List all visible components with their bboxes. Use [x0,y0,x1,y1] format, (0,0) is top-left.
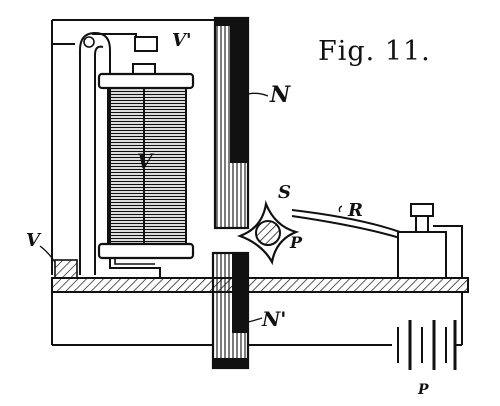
contact-post [397,203,463,279]
base-plate [51,277,469,293]
figure-title: Fig. 11. [318,36,431,67]
label-v-coil: V [137,149,155,173]
block-v [54,259,78,279]
rod-n [213,16,250,230]
star-wheel [236,200,300,266]
rod-n-prime [211,251,250,370]
frame [51,19,214,275]
label-n: N [269,82,291,108]
hub-s [255,220,281,246]
leader-lines [39,92,343,323]
circuit-wires [51,292,463,346]
label-v-prime: V' [172,30,191,51]
spring-arm [291,209,401,239]
contact-v-prime [134,36,158,52]
label-v-left: V [26,230,42,251]
armature-arm [79,31,137,275]
label-r: R [347,200,363,221]
label-s: S [278,182,291,203]
battery-icon [397,320,457,370]
label-p-wheel: P [289,233,303,252]
electromagnet-coil [97,72,195,278]
label-battery: P [417,382,429,398]
label-n-prime: N' [261,307,286,331]
